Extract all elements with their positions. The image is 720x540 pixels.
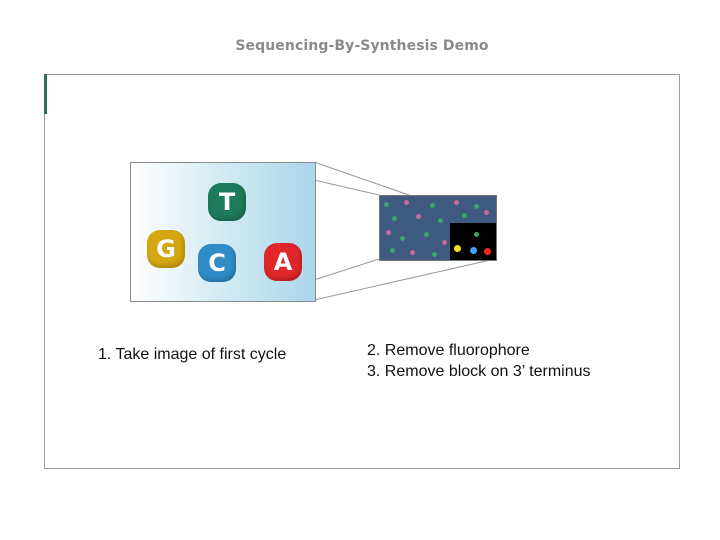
- cluster-dot: [484, 210, 489, 215]
- base-t-token: T: [208, 183, 246, 221]
- page-title: Sequencing-By-Synthesis Demo: [235, 38, 489, 54]
- cluster-dot: [416, 214, 421, 219]
- cluster-dot: [484, 248, 491, 255]
- cluster-dot: [430, 203, 435, 208]
- cluster-dot: [454, 200, 459, 205]
- base-g-token: G: [147, 230, 185, 268]
- cluster-dot: [470, 247, 477, 254]
- base-g-letter: G: [156, 235, 176, 263]
- cluster-dot: [432, 252, 437, 257]
- cluster-dot: [454, 245, 461, 252]
- cluster-dot: [390, 248, 395, 253]
- base-c-letter: C: [208, 249, 226, 277]
- base-a-token: A: [264, 243, 302, 281]
- cluster-dot: [442, 240, 447, 245]
- nucleotide-panel: T G C A: [130, 162, 316, 302]
- caption-step-3: 3. Remove block on 3’ terminus: [367, 363, 591, 380]
- caption-step-1: 1. Take image of first cycle: [98, 346, 287, 363]
- cluster-dot: [462, 213, 467, 218]
- cluster-dot: [386, 230, 391, 235]
- cluster-dot: [400, 236, 405, 241]
- cluster-dot: [384, 202, 389, 207]
- flow-cell-image: [379, 195, 497, 261]
- cluster-dot: [424, 232, 429, 237]
- cluster-dot: [404, 200, 409, 205]
- base-c-token: C: [198, 244, 236, 282]
- base-a-letter: A: [273, 248, 293, 276]
- caption-step-2: 2. Remove fluorophore: [367, 342, 530, 359]
- cluster-dot: [410, 250, 415, 255]
- cluster-dot: [438, 218, 443, 223]
- base-t-letter: T: [218, 188, 236, 216]
- cluster-dot: [392, 216, 397, 221]
- cluster-dot: [474, 204, 479, 209]
- cluster-dot: [474, 232, 479, 237]
- frame-accent-bar: [44, 74, 47, 114]
